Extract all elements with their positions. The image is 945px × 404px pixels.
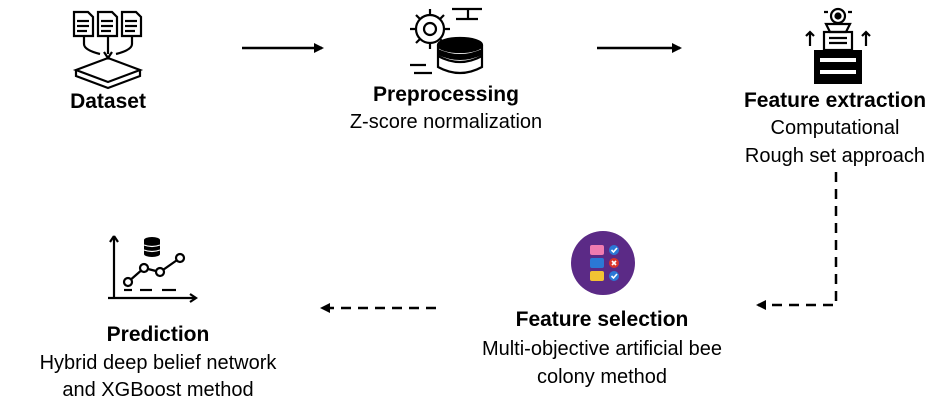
preprocessing-detail: Z-score normalization bbox=[349, 111, 543, 133]
checklist-icon bbox=[571, 231, 635, 295]
prediction-title: Prediction bbox=[106, 323, 210, 346]
robot-printer-icon bbox=[805, 7, 871, 84]
dataset-title: Dataset bbox=[70, 90, 146, 113]
feature-extraction-title: Feature extraction bbox=[743, 89, 927, 112]
line-chart-icon bbox=[108, 235, 198, 303]
feature-selection-title: Feature selection bbox=[515, 308, 689, 331]
arrow-extraction-to-selection bbox=[756, 172, 838, 310]
prediction-detail-2: and XGBoost method bbox=[62, 379, 254, 401]
feature-selection-detail-2: colony method bbox=[536, 366, 668, 388]
database-gear-icon bbox=[410, 7, 484, 75]
preprocessing-title: Preprocessing bbox=[373, 83, 519, 106]
prediction-detail-1: Hybrid deep belief network bbox=[39, 352, 277, 374]
feature-extraction-detail-2: Rough set approach bbox=[744, 145, 926, 167]
feature-extraction-detail-1: Computational bbox=[770, 117, 900, 139]
dataset-icon bbox=[72, 10, 144, 90]
feature-selection-detail-1: Multi-objective artificial bee bbox=[481, 338, 723, 360]
